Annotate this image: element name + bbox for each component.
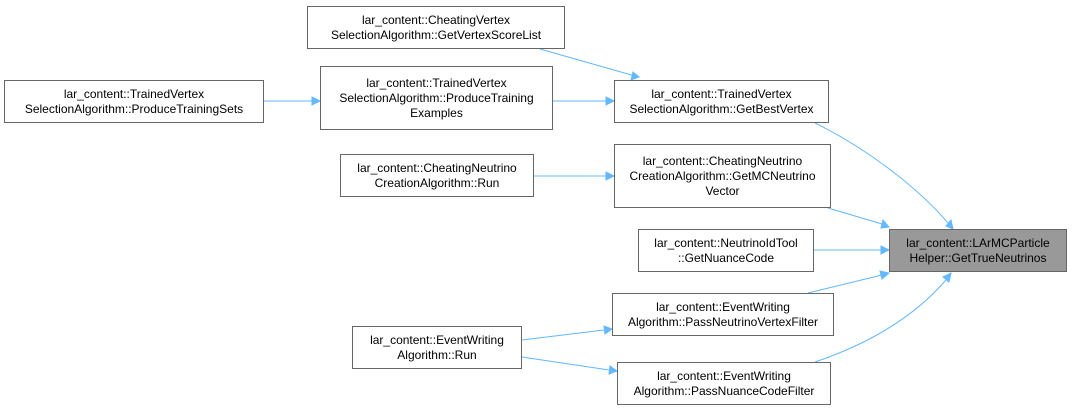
edge-arrowhead bbox=[603, 325, 614, 335]
edge-arrowhead bbox=[942, 272, 952, 283]
node-trained-vertex-get-best-vertex[interactable]: lar_content::TrainedVertex SelectionAlgo… bbox=[614, 80, 829, 123]
edge-arrowhead bbox=[879, 270, 891, 280]
edge-passnuance-to-target bbox=[814, 279, 947, 363]
edge-arrowhead bbox=[630, 71, 640, 81]
node-cheating-neutrino-get-mc-neutrino-vector[interactable]: lar_content::CheatingNeutrino CreationAl… bbox=[614, 144, 831, 208]
node-cheating-neutrino-creation-run[interactable]: lar_content::CheatingNeutrino CreationAl… bbox=[340, 154, 534, 197]
edge-getvertexscore-to-getbestvertex bbox=[539, 48, 636, 77]
node-event-writing-pass-neutrino-vertex-filter[interactable]: lar_content::EventWriting Algorithm::Pas… bbox=[612, 293, 834, 336]
node-trained-vertex-produce-training-examples[interactable]: lar_content::TrainedVertex SelectionAlgo… bbox=[320, 66, 553, 130]
edge-arrowhead bbox=[605, 96, 616, 106]
node-event-writing-run[interactable]: lar_content::EventWriting Algorithm::Run bbox=[352, 326, 522, 369]
edge-arrowhead bbox=[880, 218, 890, 229]
edge-eventrun-to-passvertex bbox=[521, 329, 605, 341]
node-event-writing-pass-nuance-code-filter[interactable]: lar_content::EventWriting Algorithm::Pas… bbox=[617, 362, 831, 405]
edge-arrowhead bbox=[945, 218, 954, 230]
edge-arrowhead bbox=[608, 365, 619, 375]
edge-getmcneutrino-to-target bbox=[827, 207, 883, 225]
edge-eventrun-to-passnuance bbox=[521, 356, 610, 371]
node-trained-vertex-produce-training-sets[interactable]: lar_content::TrainedVertex SelectionAlgo… bbox=[4, 80, 264, 123]
edge-arrowhead bbox=[311, 96, 322, 106]
edge-arrowhead bbox=[605, 171, 616, 181]
edge-arrowhead bbox=[880, 245, 891, 255]
node-larmcparticle-helper-get-true-neutrinos[interactable]: lar_content::LArMCParticle Helper::GetTr… bbox=[889, 229, 1067, 272]
node-neutrino-id-tool-get-nuance-code[interactable]: lar_content::NeutrinoIdTool ::GetNuanceC… bbox=[638, 229, 814, 272]
edge-passvertex-to-target bbox=[807, 274, 883, 294]
node-cheating-vertex-get-vertex-score-list[interactable]: lar_content::CheatingVertex SelectionAlg… bbox=[307, 6, 565, 49]
edge-getbestvertex-to-target bbox=[814, 122, 949, 224]
